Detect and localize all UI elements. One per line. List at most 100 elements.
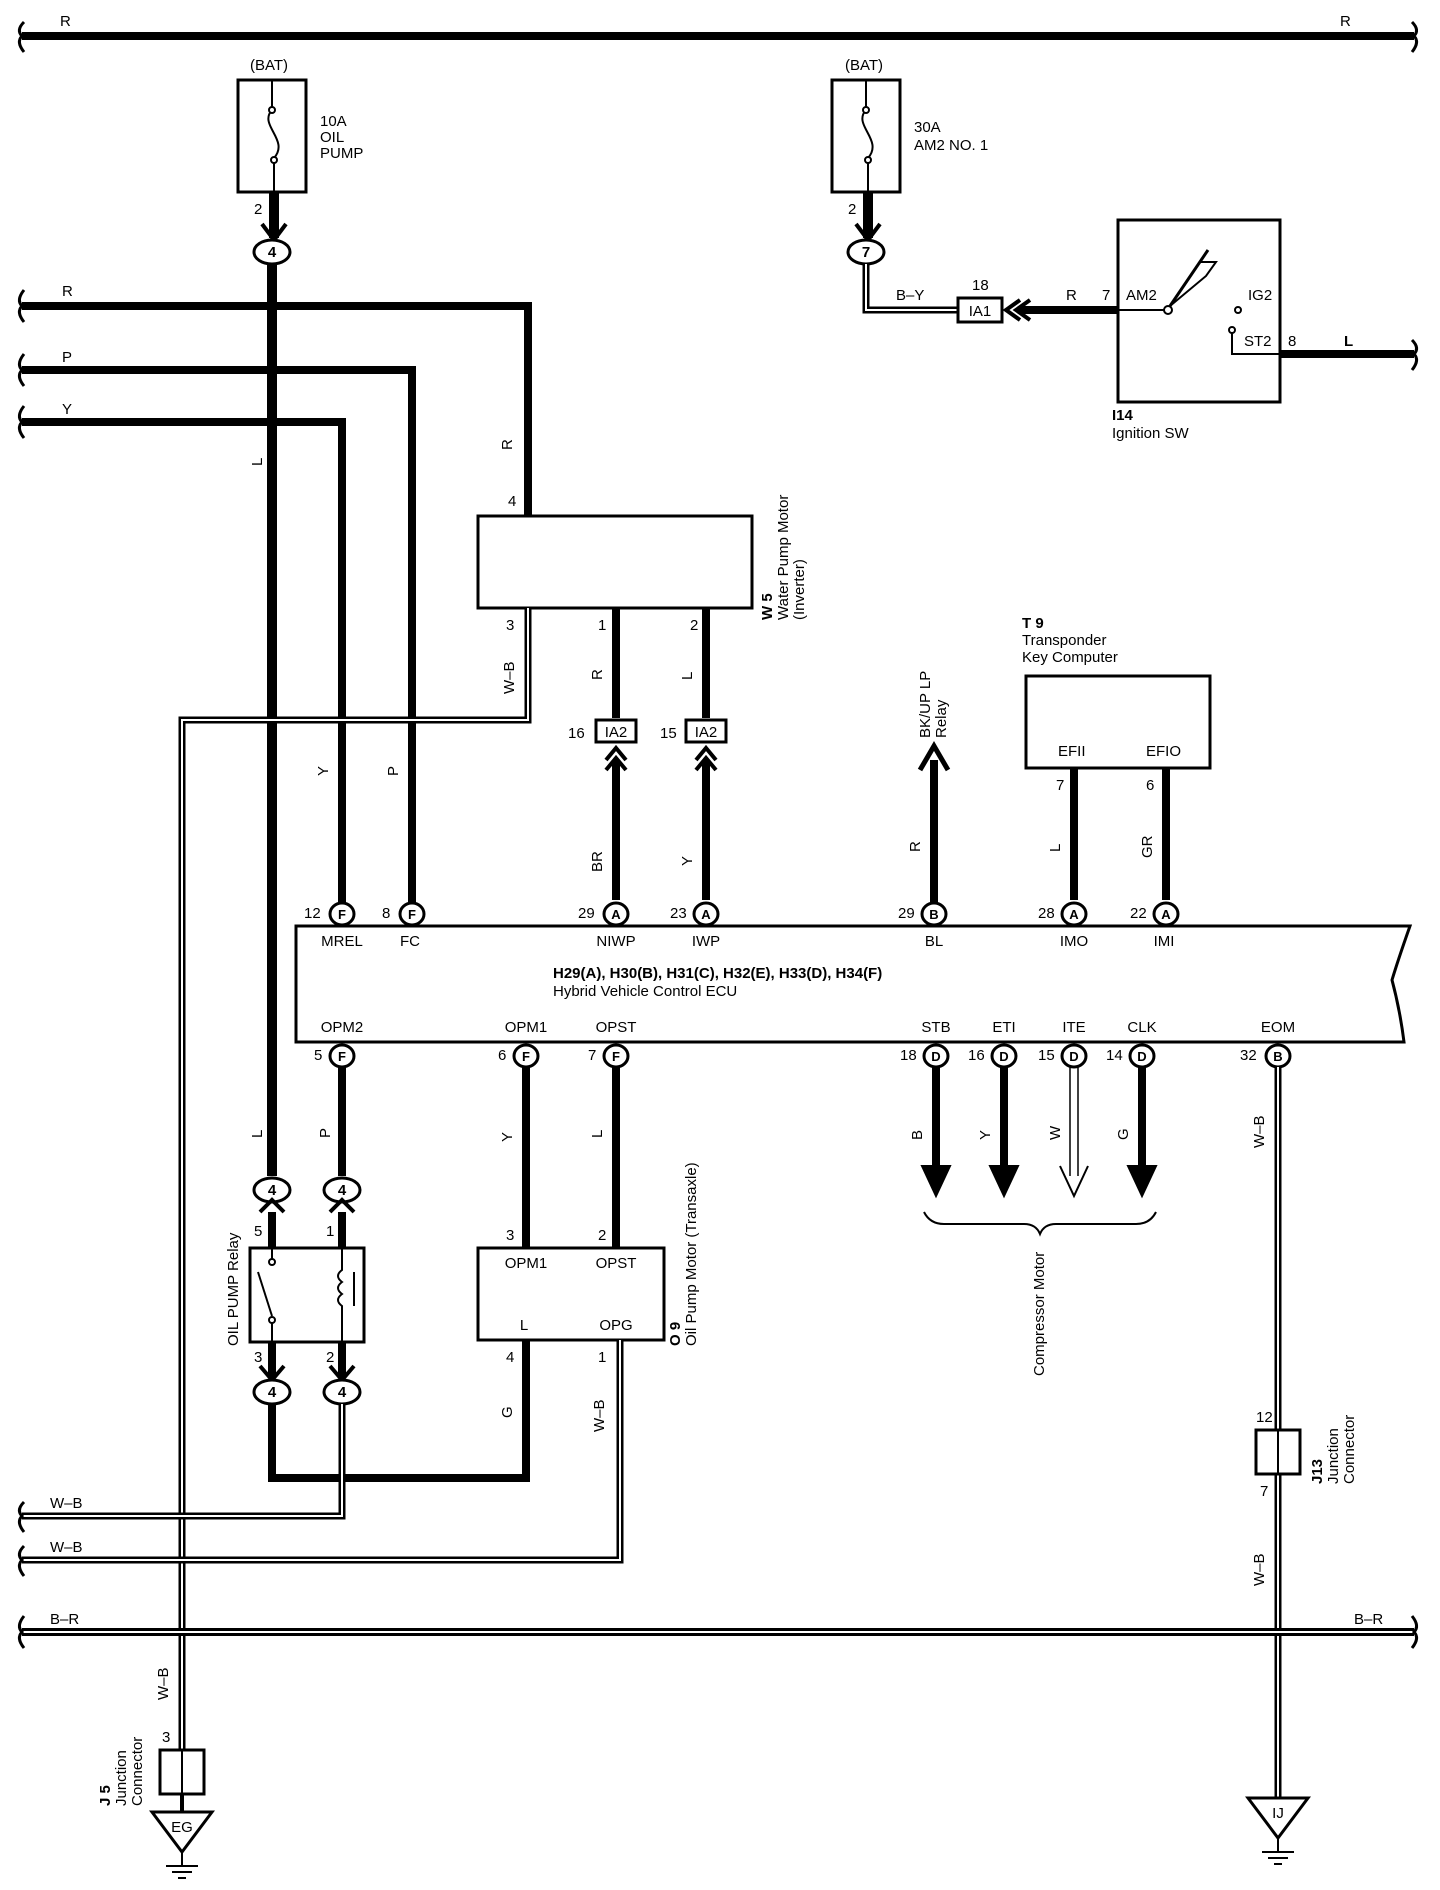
ground-ij-label: IJ (1272, 1805, 1284, 1822)
opm-pin1: 1 (598, 1349, 606, 1366)
j13-name2: Connector (1341, 1415, 1358, 1484)
wire-label-br-left: B–R (50, 1611, 79, 1628)
bkup-relay: BK/UP LP Relay R (907, 671, 951, 904)
pin-label: NIWP (596, 933, 635, 950)
water-pump-motor: 4 3 1 2 W 5 Water Pump Motor (Inverter) … (178, 493, 808, 1750)
pin-connector: D (1069, 1049, 1078, 1064)
ignition-code: I14 (1112, 407, 1134, 424)
wire-wb-relay: W–B W–B (17, 1404, 346, 1577)
relay-conn-tl: 4 (268, 1182, 277, 1199)
wire-label-y-opm1: Y (499, 1132, 516, 1142)
oil-pump-motor: Y L 3 2 OPM1 OPST L OPG O 9 Oil Pump Mot… (22, 1067, 700, 1564)
pin-connector: F (338, 907, 346, 922)
pin-connector: B (1273, 1049, 1282, 1064)
j13-name1: Junction (1325, 1428, 1342, 1484)
fuse-am2-conn: 7 (862, 244, 870, 261)
wp-name1: Water Pump Motor (775, 495, 792, 620)
j5-name1: Junction (113, 1750, 130, 1806)
pin-label: ITE (1062, 1019, 1085, 1036)
wp-pin3: 3 (506, 617, 514, 634)
pin-label: IMO (1060, 933, 1088, 950)
fuse-am2-rating: 30A (914, 119, 941, 136)
transponder-key-computer: T 9 Transponder Key Computer EFII EFIO 7… (1022, 615, 1212, 900)
bkup-line1: BK/UP LP (917, 671, 934, 738)
pin-number: 28 (1038, 905, 1055, 922)
wire-label-wb-j5: W–B (155, 1667, 172, 1700)
bat-label-1: (BAT) (250, 57, 288, 74)
fuse-oil-name1: OIL (320, 129, 344, 146)
wire-label-g-clk: G (1115, 1128, 1132, 1140)
ground-ij: IJ (1245, 1796, 1311, 1865)
wire-label-l-main: L (249, 458, 266, 466)
ignition-st2: ST2 (1244, 333, 1272, 350)
fuse-oil-conn: 4 (268, 244, 277, 261)
wire-label-w-ite: W (1047, 1125, 1064, 1140)
ia1-label: IA1 (969, 303, 992, 320)
ignition-pin-out: 8 (1288, 333, 1296, 350)
pin-label: STB (921, 1019, 950, 1036)
wire-label-b-y: B–Y (896, 287, 924, 304)
ecu-name: Hybrid Vehicle Control ECU (553, 983, 737, 1000)
ignition-ig2: IG2 (1248, 287, 1272, 304)
ecu-title: H29(A), H30(B), H31(C), H32(E), H33(D), … (553, 965, 882, 982)
wp-pin2: 2 (690, 617, 698, 634)
hybrid-vehicle-control-ecu: H29(A), H30(B), H31(C), H32(E), H33(D), … (294, 901, 1413, 1069)
pin-number: 8 (382, 905, 390, 922)
opm-pin4: 4 (506, 1349, 514, 1366)
br-bus: B–R B–R (17, 1611, 1419, 1649)
relay-conn-br: 4 (338, 1384, 347, 1401)
opm-opm1: OPM1 (505, 1255, 548, 1272)
wire-label-g: G (499, 1406, 516, 1418)
wire-label-wb-eom: W–B (1251, 1115, 1268, 1148)
ecu-bottom-pin-eti: ETI D 16 (968, 1019, 1018, 1069)
pin-label: EOM (1261, 1019, 1295, 1036)
pin-number: 32 (1240, 1047, 1257, 1064)
relay-name: OIL PUMP Relay (225, 1232, 242, 1346)
ecu-bottom-pin-clk: CLK D 14 (1106, 1019, 1157, 1069)
transponder-name2: Key Computer (1022, 649, 1118, 666)
transponder-code: T 9 (1022, 615, 1044, 632)
left-buses: R P Y R Y P (17, 283, 532, 910)
fuse-am2: (BAT) 30A AM2 NO. 1 2 7 (830, 57, 988, 266)
compressor-name: Compressor Motor (1031, 1252, 1048, 1376)
wire-label-br-right: B–R (1354, 1611, 1383, 1628)
ecu-bottom-pin-opm1: OPM1 F 6 (498, 1019, 547, 1069)
ignition-pin-in: 7 (1102, 287, 1110, 304)
wire-label-l-ign: L (1344, 333, 1353, 350)
ia2-right-label: IA2 (695, 724, 718, 741)
wire-label-y-bus: Y (62, 401, 72, 418)
pin-number: 5 (314, 1047, 322, 1064)
ignition-name: Ignition SW (1112, 425, 1190, 442)
ecu-bottom-pin-ite: ITE D 15 (1038, 1019, 1088, 1069)
j5-pin3: 3 (162, 1729, 170, 1746)
pin-label: BL (925, 933, 943, 950)
wire-label-r-bl: R (907, 841, 924, 852)
wire-label-wb-1: W–B (50, 1495, 83, 1512)
ecu-top-pin-fc: 8 F FC (382, 901, 426, 950)
wire-label-l-relay: L (249, 1130, 266, 1138)
ground-eg-label: EG (171, 1819, 193, 1836)
pin-connector: A (701, 907, 711, 922)
fuse-oil-name2: PUMP (320, 145, 363, 162)
ecu-bottom-pin-stb: STB D 18 (900, 1019, 951, 1069)
pin-connector: F (338, 1049, 346, 1064)
ecu-top-pin-bl: 29 B BL (898, 901, 948, 950)
ecu-top-pin-imi: 22 A IMI (1130, 901, 1180, 950)
wire-label-wb-2: W–B (50, 1539, 83, 1556)
ignition-switch: 7 AM2 IG2 ST2 8 L I14 Ignition SW (1102, 218, 1419, 442)
wire-label-r-nwip: R (589, 669, 606, 680)
pin-label: OPST (596, 1019, 637, 1036)
relay-conn-bl: 4 (268, 1384, 277, 1401)
ia1-pin: 18 (972, 277, 989, 294)
pin-connector: D (1137, 1049, 1146, 1064)
relay-pin5: 5 (254, 1223, 262, 1240)
opm-opg: OPG (599, 1317, 632, 1334)
transponder-efio: EFIO (1146, 743, 1181, 760)
j5-junction: W–B 3 J 5 Junction Connector (97, 1667, 206, 1812)
bkup-line2: Relay (933, 699, 950, 738)
j13-pin7: 7 (1260, 1483, 1268, 1500)
pin-connector: D (931, 1049, 940, 1064)
ia2-left-pin: 16 (568, 725, 585, 742)
wire-label-gr: GR (1139, 835, 1156, 858)
pin-connector: A (1069, 907, 1079, 922)
